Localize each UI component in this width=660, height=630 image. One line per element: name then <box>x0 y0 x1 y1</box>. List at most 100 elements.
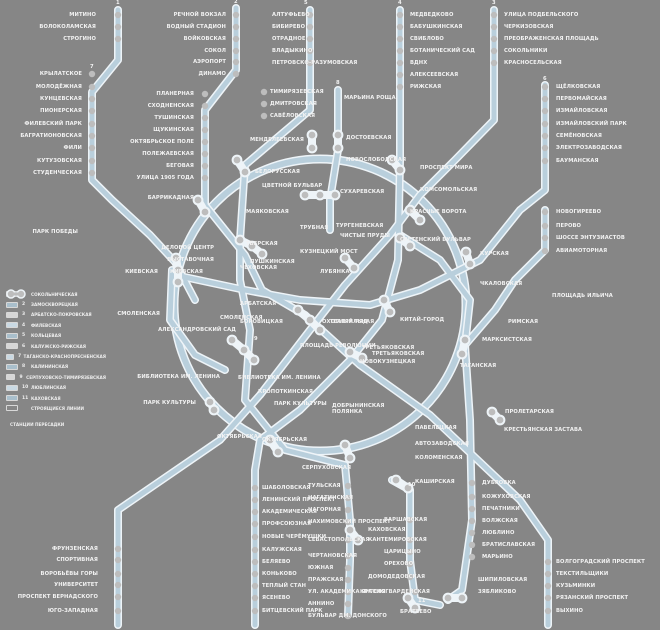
station-label[interactable]: ЩУКИНСКАЯ <box>153 127 194 133</box>
station-dot[interactable] <box>344 494 352 502</box>
station-dot[interactable] <box>88 83 96 91</box>
station-dot[interactable] <box>201 126 209 134</box>
station-label[interactable]: АКАДЕМИЧЕСКАЯ <box>262 509 318 515</box>
station-dot[interactable] <box>344 518 352 526</box>
station-label[interactable]: КАНТЕМИРОВСКАЯ <box>368 537 427 543</box>
transfer-node[interactable] <box>386 154 406 176</box>
station-dot[interactable] <box>396 59 404 67</box>
station-dot[interactable] <box>251 533 259 541</box>
station-dot[interactable] <box>406 536 414 544</box>
transfer-node[interactable] <box>170 252 184 288</box>
station-label[interactable]: ФИЛИ <box>63 145 82 151</box>
transfer-node[interactable] <box>339 252 360 274</box>
station-dot[interactable] <box>232 58 240 66</box>
station-label[interactable]: ЦАРИЦЫНО <box>384 549 421 555</box>
station-dot[interactable] <box>114 581 122 589</box>
station-label[interactable]: ДУБРОВКА <box>482 480 516 486</box>
station-label[interactable]: КИЕВСКАЯ <box>125 269 158 275</box>
station-dot[interactable] <box>201 174 209 182</box>
station-dot[interactable] <box>541 157 549 165</box>
station-label[interactable]: НАГАТИНСКАЯ <box>308 495 354 501</box>
station-label[interactable]: ЧЕРКИЗОВСКАЯ <box>504 24 554 30</box>
station-label[interactable]: ИЗМАЙЛОВСКАЯ <box>556 108 608 114</box>
station-dot[interactable] <box>306 11 314 19</box>
station-dot[interactable] <box>490 35 498 43</box>
station-label[interactable]: БИБЛИОТЕКА ИМ. ЛЕНИНА <box>137 374 220 380</box>
station-dot[interactable] <box>88 132 96 140</box>
station-label[interactable]: ДМИТРОВСКАЯ <box>270 101 317 107</box>
station-label[interactable]: ДОСТОЕВСКАЯ <box>346 135 392 141</box>
station-dot[interactable] <box>114 556 122 564</box>
station-label[interactable]: БРАТЕЕВО <box>400 609 432 615</box>
station-dot[interactable] <box>251 484 259 492</box>
station-label[interactable]: БОТАНИЧЕСКИЙ САД <box>410 48 475 54</box>
station-label[interactable]: КУТУЗОВСКАЯ <box>37 158 82 164</box>
station-label[interactable]: ПЕЧАТНИКИ <box>482 506 520 512</box>
station-dot[interactable] <box>541 247 549 255</box>
station-label[interactable]: МАРЬИНА РОЩА <box>344 95 396 101</box>
station-label[interactable]: УЛИЦА 1905 ГОДА <box>136 175 194 181</box>
transfer-node[interactable] <box>264 434 284 458</box>
station-label[interactable]: КОНЬКОВО <box>262 571 297 577</box>
station-label[interactable]: ЮЖНАЯ <box>308 565 334 571</box>
station-label[interactable]: САВЁЛОВСКАЯ <box>270 113 316 119</box>
station-dot[interactable] <box>201 114 209 122</box>
station-dot[interactable] <box>544 582 552 590</box>
station-label[interactable]: СТУДЕНЧЕСКАЯ <box>33 170 82 176</box>
transfer-node[interactable] <box>402 592 421 614</box>
station-dot[interactable] <box>88 169 96 177</box>
station-label[interactable]: ПЕТРОВСКО-РАЗУМОВСКАЯ <box>272 60 358 66</box>
station-dot[interactable] <box>251 594 259 602</box>
station-label[interactable]: БЕЛЯЕВО <box>262 559 291 565</box>
station-dot[interactable] <box>396 11 404 19</box>
station-label[interactable]: ОКТЯБРЬСКАЯ <box>262 437 308 443</box>
station-label[interactable]: РИЖСКАЯ <box>410 84 442 90</box>
station-label[interactable]: КРЕСТЬЯНСКАЯ ЗАСТАВА <box>504 427 583 433</box>
station-dot[interactable] <box>541 234 549 242</box>
station-label[interactable]: КУРСКАЯ <box>480 251 509 257</box>
station-label[interactable]: ПРАЖСКАЯ <box>308 577 344 583</box>
station-label[interactable]: ИЗМАЙЛОВСКИЙ ПАРК <box>556 121 627 127</box>
station-dot[interactable] <box>88 70 96 78</box>
station-label[interactable]: СХОДНЕНСКАЯ <box>147 103 194 109</box>
station-label[interactable]: КРАСНОГВАРДЕЙСКАЯ <box>360 589 430 595</box>
station-label[interactable]: ВДНХ <box>410 60 428 66</box>
station-label[interactable]: ЧЕХОВСКАЯ <box>240 265 278 271</box>
station-label[interactable]: БРАТИСЛАВСКАЯ <box>482 542 536 548</box>
station-label[interactable]: ДЕЛОВОЙ ЦЕНТР <box>161 245 214 251</box>
station-label[interactable]: НАГОРНАЯ <box>308 507 342 513</box>
station-label[interactable]: ПЛОЩАДЬ РЕВОЛЮЦИИ <box>300 343 376 349</box>
station-label[interactable]: СОКОЛ <box>204 48 226 54</box>
station-dot[interactable] <box>541 95 549 103</box>
station-label[interactable]: СУХАРЕВСКАЯ <box>340 189 385 195</box>
station-label[interactable]: СОКОЛЬНИКИ <box>504 48 548 54</box>
station-dot[interactable] <box>490 11 498 19</box>
station-label[interactable]: ТРЕТЬЯКОВСКАЯ <box>362 345 415 351</box>
station-dot[interactable] <box>541 107 549 115</box>
station-dot[interactable] <box>344 482 352 490</box>
station-label[interactable]: КРОПОТКИНСКАЯ <box>258 389 314 395</box>
station-label[interactable]: СЕМЁНОВСКАЯ <box>556 133 602 139</box>
station-label[interactable]: КРЫЛАТСКОЕ <box>39 71 82 77</box>
station-label[interactable]: ЛЮБЛИНО <box>482 530 515 536</box>
station-label[interactable]: НОВЫЕ ЧЕРЁМУШКИ <box>262 534 327 540</box>
station-label[interactable]: ВОЙКОВСКАЯ <box>183 36 226 42</box>
station-label[interactable]: ЗЯБЛИКОВО <box>478 589 517 595</box>
station-label[interactable]: ТЕАТРАЛЬНАЯ <box>330 319 375 325</box>
transfer-node[interactable] <box>486 406 506 426</box>
station-dot[interactable] <box>251 558 259 566</box>
station-dot[interactable] <box>396 71 404 79</box>
station-label[interactable]: МАЯКОВСКАЯ <box>246 209 289 215</box>
station-label[interactable]: РИМСКАЯ <box>508 319 539 325</box>
station-dot[interactable] <box>251 570 259 578</box>
transfer-node[interactable] <box>192 194 211 218</box>
station-dot[interactable] <box>541 144 549 152</box>
station-dot[interactable] <box>232 23 240 31</box>
station-label[interactable]: ПАРК КУЛЬТУРЫ <box>274 401 327 407</box>
station-label[interactable]: ПОЛЯНКА <box>332 409 363 415</box>
transfer-node[interactable] <box>378 294 396 318</box>
station-label[interactable]: КИТАЙ-ГОРОД <box>400 317 445 323</box>
station-dot[interactable] <box>406 573 414 581</box>
station-label[interactable]: ОКТЯБРЬСКАЯ <box>216 434 262 440</box>
station-label[interactable]: НОВОГИРЕЕВО <box>556 209 602 215</box>
